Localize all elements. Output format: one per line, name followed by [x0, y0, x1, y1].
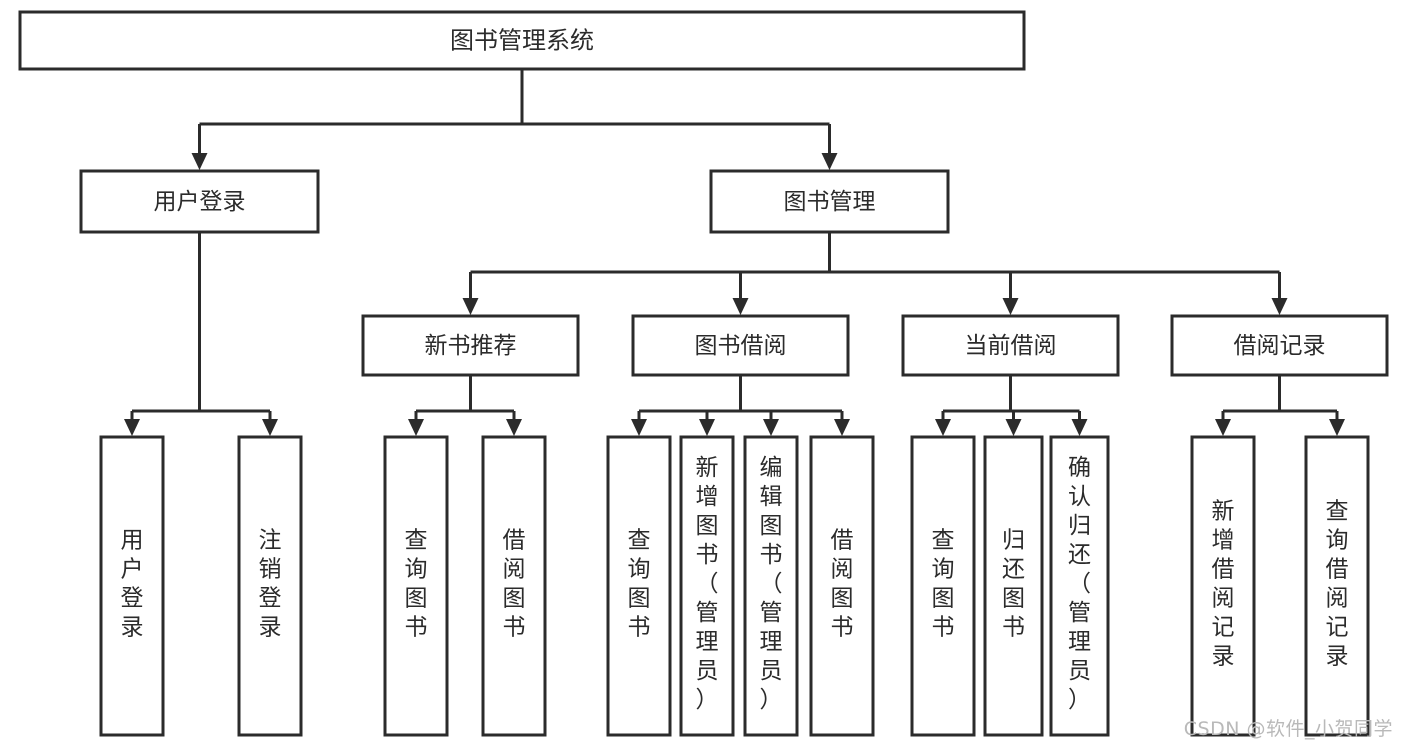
- arrow-head-user-login: [191, 153, 208, 170]
- node-box-leaf-query-book-new: [383, 435, 449, 737]
- node-root[interactable]: 图书管理系统: [18, 10, 1026, 71]
- node-leaf-return-book[interactable]: 归还图书: [983, 435, 1044, 737]
- node-box-leaf-add-borrow-record: [1190, 435, 1256, 737]
- arrow-head-leaf-borrow-book: [834, 419, 850, 436]
- node-label-leaf-borrow-book: 借阅图书: [831, 528, 854, 641]
- arrow-head-leaf-confirm-return-admin: [1071, 419, 1088, 436]
- node-box-root: [18, 10, 1026, 71]
- node-user-login[interactable]: 用户登录: [79, 169, 320, 234]
- node-box-leaf-add-book-admin: [679, 435, 735, 737]
- node-box-book-management: [709, 169, 950, 234]
- arrow-head-book-management: [821, 153, 838, 170]
- arrow-head-leaf-query-borrow-record: [1329, 419, 1345, 436]
- node-leaf-add-book-admin[interactable]: 新增图书（管理员）: [679, 435, 735, 737]
- node-leaf-borrow-book[interactable]: 借阅图书: [809, 435, 875, 737]
- node-leaf-borrow-book-new[interactable]: 借阅图书: [481, 435, 547, 737]
- node-leaf-add-borrow-record[interactable]: 新增借阅记录: [1190, 435, 1256, 737]
- node-label-leaf-user-login: 用户登录: [121, 528, 144, 641]
- node-label-leaf-return-book: 归还图书: [1002, 528, 1025, 641]
- arrow-head-book-borrow: [732, 298, 749, 315]
- node-box-leaf-return-book: [983, 435, 1044, 737]
- node-box-borrow-record: [1170, 314, 1389, 377]
- arrow-head-new-book-recommend: [462, 298, 479, 315]
- node-leaf-query-borrow-record[interactable]: 查询借阅记录: [1304, 435, 1370, 737]
- node-label-leaf-query-borrow-record: 查询借阅记录: [1326, 499, 1349, 670]
- node-leaf-query-book-borrow[interactable]: 查询图书: [606, 435, 672, 737]
- arrow-head-leaf-query-book-new: [408, 419, 424, 436]
- arrow-head-leaf-add-borrow-record: [1215, 419, 1231, 436]
- node-book-management[interactable]: 图书管理: [709, 169, 950, 234]
- node-label-leaf-add-book-admin: 新增图书（管理员）: [696, 455, 719, 713]
- arrow-head-leaf-return-book: [1005, 419, 1022, 436]
- node-leaf-query-book-current[interactable]: 查询图书: [910, 435, 976, 737]
- node-label-book-management: 图书管理: [784, 189, 876, 215]
- node-leaf-edit-book-admin[interactable]: 编辑图书（管理员）: [743, 435, 799, 737]
- node-box-leaf-borrow-book: [809, 435, 875, 737]
- node-label-leaf-logout: 注销登录: [259, 528, 282, 641]
- node-leaf-logout[interactable]: 注销登录: [237, 435, 303, 737]
- node-borrow-record[interactable]: 借阅记录: [1170, 314, 1389, 377]
- arrow-head-leaf-query-book-current: [935, 419, 951, 436]
- nodes-layer: 图书管理系统用户登录图书管理新书推荐图书借阅当前借阅借阅记录用户登录注销登录查询…: [18, 10, 1389, 737]
- node-box-book-borrow: [631, 314, 850, 377]
- node-new-book-recommend[interactable]: 新书推荐: [361, 314, 580, 377]
- node-box-leaf-confirm-return-admin: [1049, 435, 1110, 737]
- arrow-head-leaf-add-book-admin: [699, 419, 715, 436]
- node-box-leaf-query-book-borrow: [606, 435, 672, 737]
- node-label-leaf-borrow-book-new: 借阅图书: [503, 528, 526, 641]
- node-label-leaf-query-book-current: 查询图书: [932, 528, 955, 641]
- arrow-head-leaf-user-login: [124, 419, 140, 436]
- node-leaf-confirm-return-admin[interactable]: 确认归还（管理员）: [1049, 435, 1110, 737]
- node-book-borrow[interactable]: 图书借阅: [631, 314, 850, 377]
- node-label-book-borrow: 图书借阅: [695, 333, 787, 359]
- node-box-leaf-query-borrow-record: [1304, 435, 1370, 737]
- node-label-leaf-add-borrow-record: 新增借阅记录: [1212, 499, 1235, 670]
- node-box-leaf-borrow-book-new: [481, 435, 547, 737]
- node-label-leaf-edit-book-admin: 编辑图书（管理员）: [760, 455, 783, 713]
- node-label-leaf-confirm-return-admin: 确认归还（管理员）: [1068, 455, 1091, 713]
- node-label-root: 图书管理系统: [450, 27, 594, 55]
- arrow-head-leaf-edit-book-admin: [763, 419, 779, 436]
- node-box-leaf-logout: [237, 435, 303, 737]
- node-box-user-login: [79, 169, 320, 234]
- node-label-current-borrow: 当前借阅: [965, 333, 1057, 359]
- node-label-new-book-recommend: 新书推荐: [425, 333, 517, 359]
- arrow-head-current-borrow: [1002, 298, 1019, 315]
- node-current-borrow[interactable]: 当前借阅: [901, 314, 1120, 377]
- arrow-head-leaf-logout: [262, 419, 278, 436]
- arrow-head-leaf-query-book-borrow: [631, 419, 647, 436]
- node-box-leaf-query-book-current: [910, 435, 976, 737]
- node-box-leaf-user-login: [99, 435, 165, 737]
- connectors-layer: [124, 69, 1345, 436]
- node-label-borrow-record: 借阅记录: [1234, 333, 1326, 359]
- node-label-leaf-query-book-borrow: 查询图书: [628, 528, 651, 641]
- arrow-head-leaf-borrow-book-new: [506, 419, 522, 436]
- node-box-new-book-recommend: [361, 314, 580, 377]
- arrow-head-borrow-record: [1271, 298, 1288, 315]
- node-label-leaf-query-book-new: 查询图书: [405, 528, 428, 641]
- node-leaf-user-login[interactable]: 用户登录: [99, 435, 165, 737]
- node-box-leaf-edit-book-admin: [743, 435, 799, 737]
- node-leaf-query-book-new[interactable]: 查询图书: [383, 435, 449, 737]
- node-box-current-borrow: [901, 314, 1120, 377]
- node-label-user-login: 用户登录: [154, 189, 246, 215]
